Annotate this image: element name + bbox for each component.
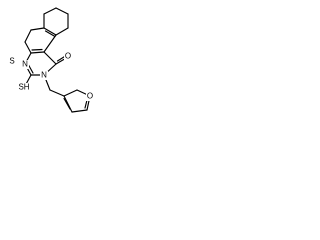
label-bg — [64, 52, 72, 61]
label-bg — [8, 57, 16, 66]
nitrogen-1-label: N — [22, 60, 28, 69]
bond — [55, 27, 69, 36]
bond-double — [44, 30, 56, 38]
bond — [63, 89, 78, 97]
bond — [63, 95, 73, 113]
cyclohexane-ring — [43, 7, 69, 36]
bond — [71, 109, 88, 113]
bond — [24, 41, 32, 54]
label-bg — [86, 92, 94, 101]
label-bg — [21, 60, 29, 69]
label-bg — [40, 71, 48, 80]
bond — [30, 51, 45, 54]
bond — [30, 27, 45, 31]
label-bg — [17, 83, 31, 92]
bond — [24, 29, 32, 43]
bond — [43, 27, 57, 36]
thiol-label: SH — [18, 83, 29, 92]
atom-labels: S N N O SH O — [8, 52, 94, 101]
bond-double — [63, 97, 71, 110]
bond — [43, 7, 57, 15]
thiophene-ring — [24, 27, 57, 54]
sulfur-ring-label: S — [9, 57, 14, 66]
bond — [55, 7, 69, 15]
molecule-structure: S N N O SH O — [8, 7, 94, 113]
oxygen-furan-label: O — [87, 92, 93, 101]
nitrogen-3-label: N — [41, 71, 47, 80]
oxygen-carbonyl-label: O — [65, 52, 71, 61]
bond — [43, 51, 57, 65]
bond — [43, 34, 57, 53]
bond — [49, 89, 65, 97]
bond-double — [31, 48, 43, 51]
